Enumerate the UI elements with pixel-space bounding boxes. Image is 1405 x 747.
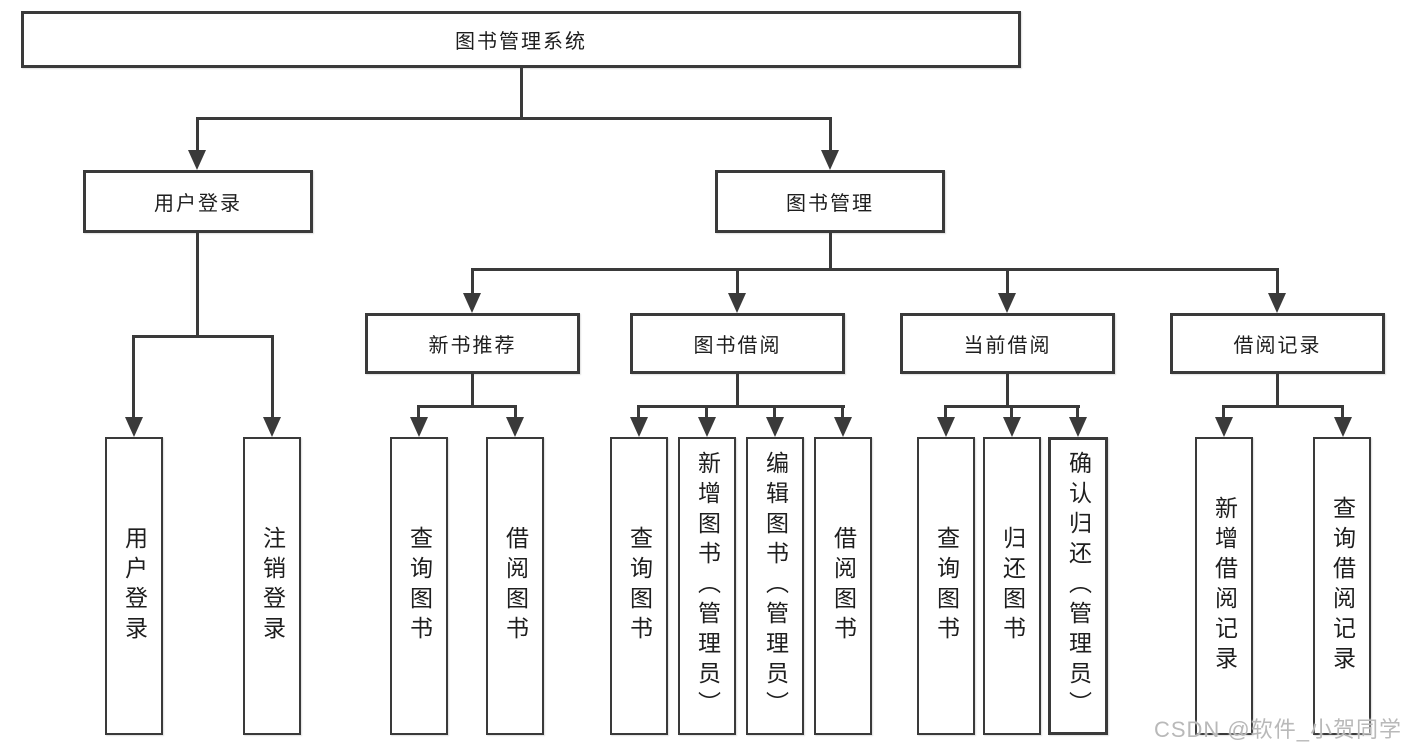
leaf-label: 注销登录 [259,526,286,646]
connector-drop-nb-query [417,405,420,419]
leaf-bb-borrow-books: 借阅图书 [814,437,872,735]
connector-root-bar [196,117,832,120]
connector-br-bar [1222,405,1344,408]
connector-userlogin-stub [196,233,199,337]
leaf-br-add-record: 新增借阅记录 [1195,437,1253,735]
leaf-label: 确认归还（管理员） [1065,451,1092,721]
connector-drop-bb-add [705,405,708,419]
connector-drop-new-book [471,268,474,295]
csdn-watermark: CSDN @软件_小贺同学 [1153,717,1402,742]
leaf-cb-return-books: 归还图书 [983,437,1041,735]
leaf-label: 用户登录 [121,526,148,646]
connector-drop-nb-borrow [514,405,517,419]
leaf-label: 新增借阅记录 [1211,496,1238,676]
connector-drop-bb-query [637,405,640,419]
connector-newbook-stub [471,374,474,407]
node-user-login: 用户登录 [83,170,313,233]
connector-bookmgmt-bar [471,268,1279,271]
arrowhead-user-login [188,150,206,170]
node-new-book-recommend: 新书推荐 [365,313,580,374]
arrowhead-current-borrow [998,293,1016,313]
leaf-label: 新增图书（管理员） [694,451,721,721]
leaf-cb-query-books: 查询图书 [917,437,975,735]
leaf-cb-confirm-return-admin: 确认归还（管理员） [1048,437,1108,735]
node-label: 用户登录 [154,193,242,215]
leaf-label: 借阅图书 [830,526,857,646]
connector-drop-cb-confirm [1076,405,1079,419]
connector-drop-book-mgmt [829,117,832,153]
leaf-label: 查询图书 [406,526,433,646]
leaf-user-login: 用户登录 [105,437,163,735]
leaf-label: 查询图书 [626,526,653,646]
leaf-label: 借阅图书 [502,526,529,646]
arrowhead-bb-query [630,417,648,437]
connector-root-stub [520,68,523,119]
node-borrow-records: 借阅记录 [1170,313,1385,374]
node-library-management-system: 图书管理系统 [21,11,1021,68]
connector-userlogin-bar [133,335,274,338]
connector-drop-leaf-logout [271,335,274,419]
arrowhead-leaf-logout [263,417,281,437]
arrowhead-nb-borrow [506,417,524,437]
connector-bookmgmt-stub [829,233,832,270]
arrowhead-nb-query [410,417,428,437]
arrowhead-bb-edit [766,417,784,437]
connector-newbook-bar [418,405,517,408]
connector-drop-cb-query [944,405,947,419]
connector-drop-leaf-login [132,335,135,419]
node-book-borrowing: 图书借阅 [630,313,845,374]
leaf-label: 编辑图书（管理员） [762,451,789,721]
connector-cb-stub [1006,374,1009,407]
connector-drop-borrow-record [1276,268,1279,295]
connector-drop-br-add [1222,405,1225,419]
node-label: 图书管理 [786,193,874,215]
leaf-bb-edit-books-admin: 编辑图书（管理员） [746,437,804,735]
connector-drop-br-query [1341,405,1344,419]
arrowhead-new-book [463,293,481,313]
connector-bb-bar [637,405,845,408]
arrowhead-leaf-login [125,417,143,437]
leaf-label: 查询图书 [933,526,960,646]
connector-drop-current-borrow [1006,268,1009,295]
connector-drop-cb-return [1010,405,1013,419]
connector-bb-stub [736,374,739,407]
leaf-br-query-record: 查询借阅记录 [1313,437,1371,735]
node-current-borrowing: 当前借阅 [900,313,1115,374]
arrowhead-bb-add [698,417,716,437]
leaf-bb-add-books-admin: 新增图书（管理员） [678,437,736,735]
leaf-logout: 注销登录 [243,437,301,735]
node-book-management: 图书管理 [715,170,945,233]
connector-drop-book-borrow [736,268,739,295]
arrowhead-bb-borrow [834,417,852,437]
arrowhead-cb-query [937,417,955,437]
leaf-label: 归还图书 [999,526,1026,646]
node-label: 新书推荐 [428,335,517,357]
connector-drop-user-login [196,117,199,153]
arrowhead-cb-confirm [1069,417,1087,437]
arrowhead-cb-return [1003,417,1021,437]
node-label: 图书管理系统 [455,31,587,53]
arrowhead-book-mgmt [821,150,839,170]
arrowhead-borrow-record [1268,293,1286,313]
leaf-newbook-query-books: 查询图书 [390,437,448,735]
connector-br-stub [1276,374,1279,407]
connector-drop-bb-edit [773,405,776,419]
node-label: 图书借阅 [693,335,782,357]
leaf-label: 查询借阅记录 [1329,496,1356,676]
arrowhead-br-add [1215,417,1233,437]
node-label: 借阅记录 [1233,335,1322,357]
connector-drop-bb-borrow [841,405,844,419]
arrowhead-book-borrow [728,293,746,313]
node-label: 当前借阅 [963,335,1052,357]
leaf-bb-query-books: 查询图书 [610,437,668,735]
arrowhead-br-query [1334,417,1352,437]
leaf-newbook-borrow-books: 借阅图书 [486,437,544,735]
